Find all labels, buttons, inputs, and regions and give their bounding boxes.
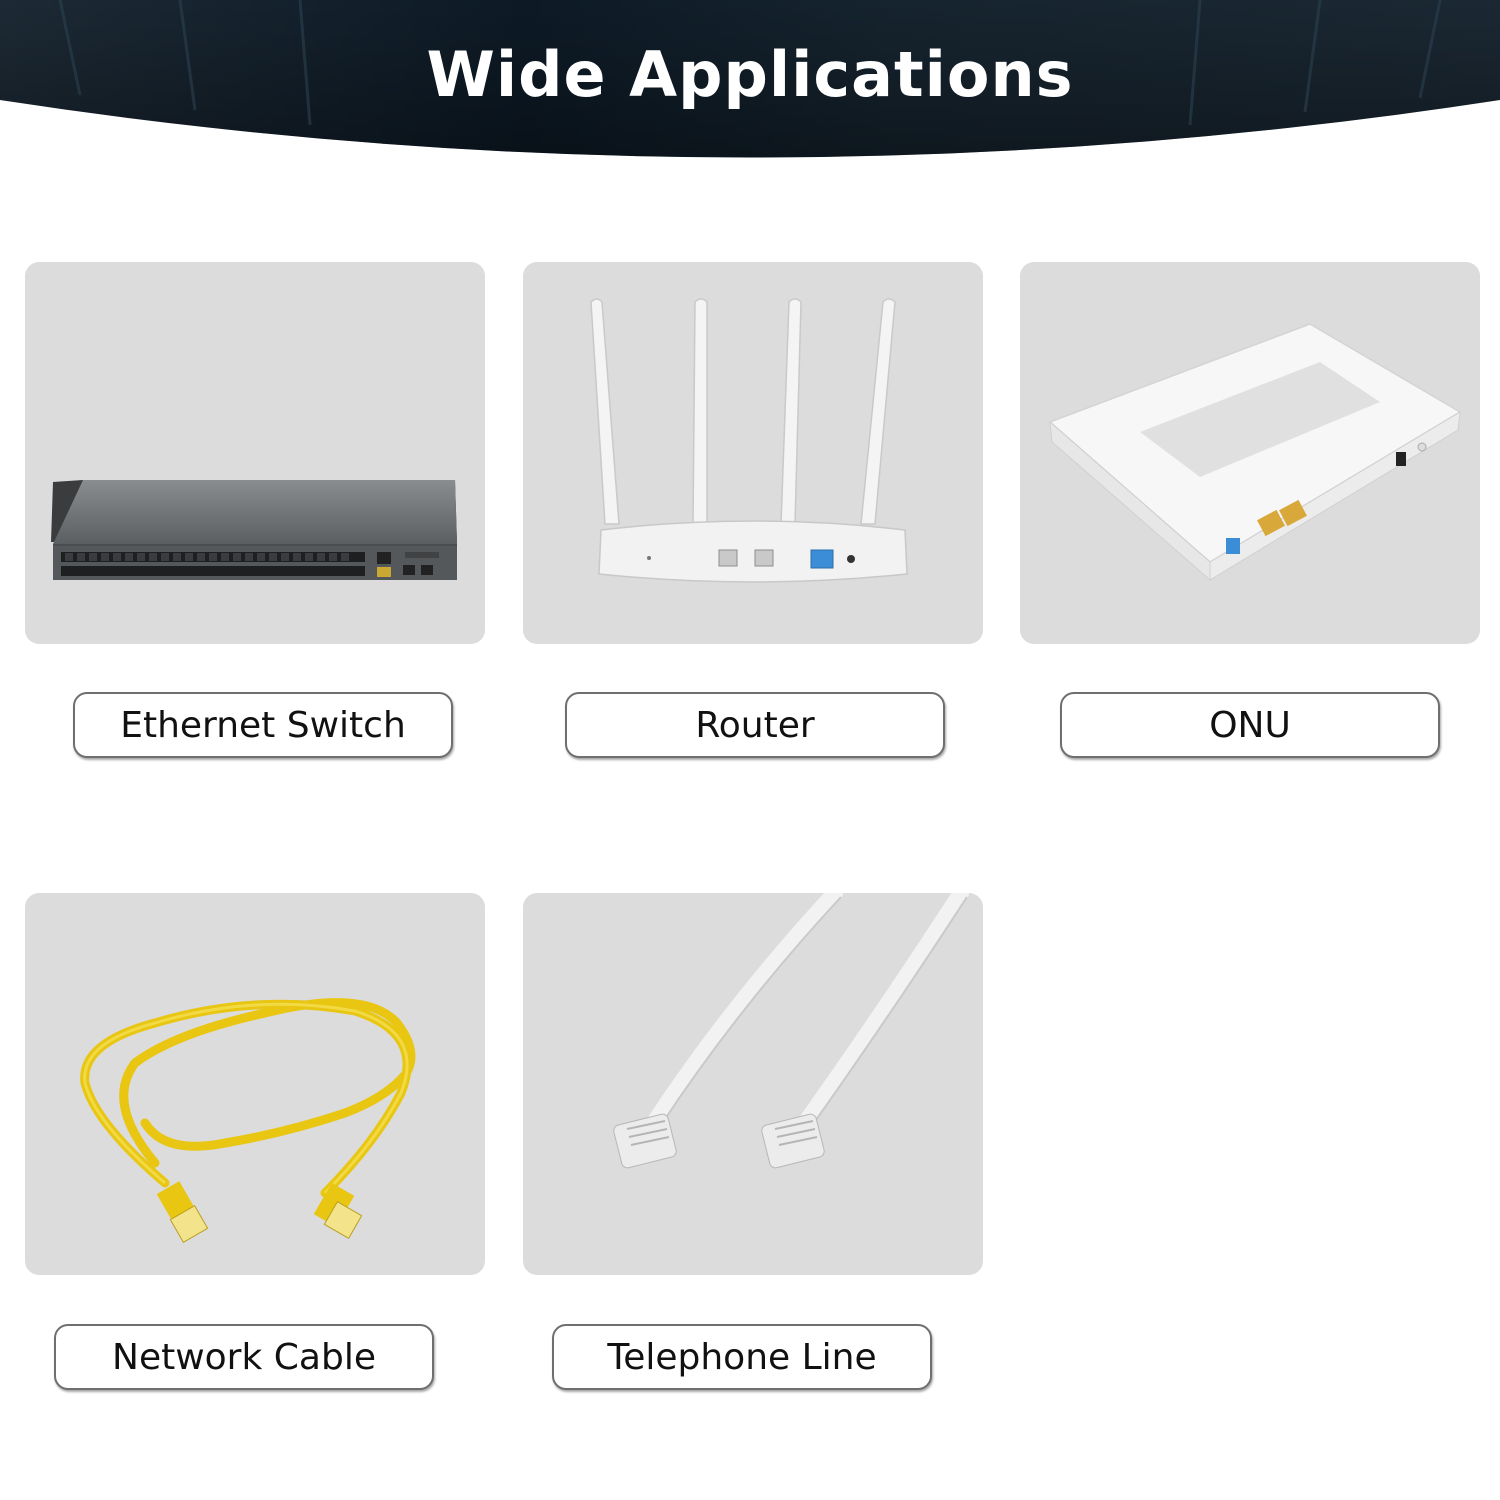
card-router (523, 262, 983, 644)
label-network-cable: Network Cable (54, 1324, 434, 1390)
card-onu (1020, 262, 1480, 644)
ethernet-switch-image (51, 480, 457, 580)
label-telephone-line: Telephone Line (552, 1324, 932, 1390)
banner-background (0, 0, 1500, 158)
label-ethernet-switch: Ethernet Switch (73, 692, 453, 758)
label-onu: ONU (1060, 692, 1440, 758)
onu-image (1048, 323, 1462, 582)
page-title: Wide Applications (426, 38, 1074, 111)
network-cable-image (80, 998, 416, 1243)
card-network-cable (25, 893, 485, 1275)
router-image (590, 298, 908, 583)
card-telephone-line (523, 893, 983, 1275)
label-router: Router (565, 692, 945, 758)
card-ethernet-switch (25, 262, 485, 644)
header-banner: Wide Applications (0, 0, 1500, 160)
telephone-line-image (613, 893, 969, 1169)
